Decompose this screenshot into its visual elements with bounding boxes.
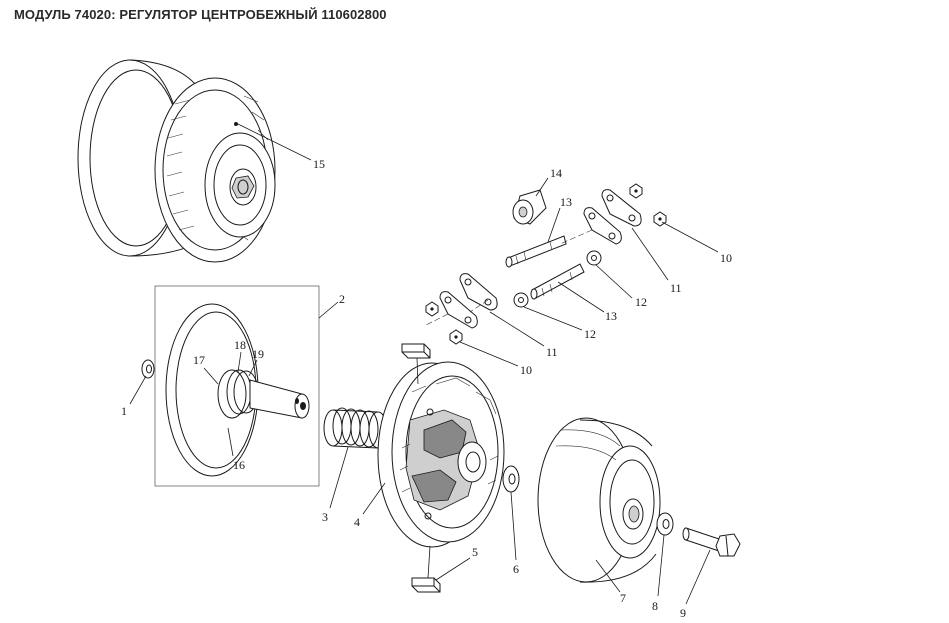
- callout-19: 19: [252, 347, 264, 361]
- leader-13a: [547, 207, 561, 243]
- part-16-movable-disc[interactable]: [165, 303, 310, 477]
- part-5-slider-bottom[interactable]: [411, 577, 441, 593]
- leader-1: [129, 375, 147, 405]
- callout-7: 7: [620, 591, 626, 605]
- callout-15: 15: [313, 157, 325, 171]
- callout-9: 9: [680, 606, 686, 620]
- leader-13b: [557, 281, 605, 313]
- part-10-nut-lower-a[interactable]: [425, 301, 439, 317]
- leader-14: [535, 177, 549, 197]
- leader-19: [248, 359, 258, 377]
- callout-13a: 13: [560, 195, 572, 209]
- part-4-housing[interactable]: [377, 361, 505, 548]
- leader-7: [595, 559, 621, 593]
- leader-5: [435, 557, 471, 581]
- part-11-plate-upper-a[interactable]: [583, 207, 622, 245]
- part-14-roller[interactable]: [512, 189, 547, 225]
- callout-16: 16: [233, 458, 245, 472]
- leader-10a: [661, 221, 719, 253]
- part-6-washer[interactable]: [502, 465, 520, 493]
- part-1-washer[interactable]: [141, 359, 155, 379]
- callout-18: 18: [234, 338, 246, 352]
- leader-9: [685, 549, 711, 605]
- leader-12b: [523, 306, 583, 331]
- part-8-washer[interactable]: [656, 512, 674, 536]
- leader-11b: [489, 311, 545, 347]
- part-13-axle-lower[interactable]: [530, 263, 585, 300]
- leader-16: [227, 427, 234, 457]
- page-title: МОДУЛЬ 74020: РЕГУЛЯТОР ЦЕНТРОБЕЖНЫЙ 110…: [14, 7, 387, 22]
- callout-2: 2: [339, 292, 345, 306]
- part-7-fixed-disc[interactable]: [537, 417, 661, 583]
- part-3-spring[interactable]: [323, 407, 388, 449]
- callout-5: 5: [472, 545, 478, 559]
- leader-4: [362, 482, 386, 515]
- part-11-plate-lower-a[interactable]: [439, 291, 478, 329]
- part-5-slider-top[interactable]: [401, 343, 431, 359]
- part-13-axle-upper[interactable]: [505, 235, 567, 268]
- callout-6: 6: [513, 562, 519, 576]
- leader-5-up: [427, 545, 431, 579]
- part-12-washer-upper[interactable]: [586, 250, 602, 266]
- part-10-nut-lower-b[interactable]: [449, 329, 463, 345]
- part-11-plate-lower-b[interactable]: [459, 273, 498, 311]
- part-15-assembly[interactable]: [77, 59, 276, 263]
- leader-3: [329, 446, 349, 509]
- callout-14: 14: [550, 166, 562, 180]
- part-10-nut-upper-b[interactable]: [653, 211, 667, 227]
- callout-10a: 10: [720, 251, 732, 265]
- leader-18: [237, 351, 242, 373]
- part-12-washer-lower[interactable]: [513, 292, 529, 308]
- leader-15: [237, 123, 312, 161]
- leader-11a: [631, 227, 669, 281]
- part-11-plate-upper-b[interactable]: [601, 189, 642, 227]
- callout-1: 1: [121, 404, 127, 418]
- part-10-nut-upper-a[interactable]: [629, 183, 643, 199]
- callout-17: 17: [193, 353, 205, 367]
- leader-6: [510, 491, 517, 561]
- callout-12a: 12: [635, 295, 647, 309]
- part-2-frame: [154, 285, 320, 487]
- callout-4: 4: [354, 515, 360, 529]
- leader-8: [657, 534, 665, 597]
- callout-10b: 10: [520, 363, 532, 377]
- leader-17: [203, 367, 219, 385]
- part-9-bolt[interactable]: [682, 527, 741, 557]
- center-lines: [423, 229, 593, 327]
- callout-12b: 12: [584, 327, 596, 341]
- leader-2: [318, 301, 339, 319]
- callout-8: 8: [652, 599, 658, 613]
- callout-11b: 11: [546, 345, 558, 359]
- callout-13b: 13: [605, 309, 617, 323]
- callout-11a: 11: [670, 281, 682, 295]
- callout-3: 3: [322, 510, 328, 524]
- leader-12a: [595, 264, 633, 299]
- leader-10b: [459, 341, 519, 367]
- leader-5-top: [416, 357, 419, 385]
